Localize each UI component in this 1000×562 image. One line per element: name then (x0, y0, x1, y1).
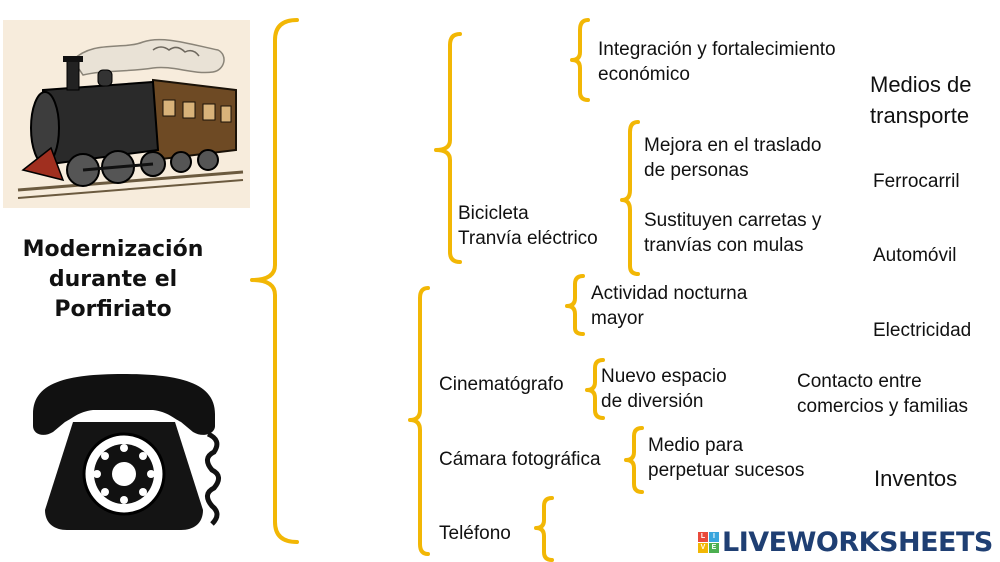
node-telefono: Teléfono (439, 523, 511, 544)
logo-mark-l: L (698, 531, 708, 542)
logo-mark-i: I (709, 531, 719, 542)
option-inventos[interactable]: Inventos (874, 466, 958, 491)
lower-bracket (408, 286, 430, 556)
option-medios-transporte[interactable]: Medios de transporte (870, 72, 972, 128)
mejora-bracket (620, 120, 640, 276)
node-medio: Medio para perpetuar sucesos (648, 435, 805, 481)
option-electricidad[interactable]: Electricidad (873, 320, 972, 341)
node-cinematografo: Cinematógrafo (439, 374, 564, 395)
rotary-telephone-icon (33, 374, 221, 530)
diagram-title: Modernización durante el Porfiriato (22, 237, 204, 322)
logo-mark-e: E (709, 542, 719, 553)
node-actividad: Actividad nocturna mayor (591, 283, 748, 329)
option-automovil[interactable]: Automóvil (873, 245, 957, 266)
logo-mark-icon: L I V E (698, 531, 719, 553)
actividad-bracket (565, 274, 585, 336)
nuevo-bracket (585, 358, 605, 420)
telefono-bracket (534, 496, 554, 562)
node-nuevo-espacio: Nuevo espacio de diversión (601, 366, 727, 412)
integracion-bracket (570, 18, 590, 102)
node-sustituyen: Sustituyen carretas y tranvías con mulas (644, 210, 822, 256)
liveworksheets-logo: L I V E LIVEWORKSHEETS (698, 526, 993, 558)
node-integracion: Integración y fortalecimiento económico (598, 39, 836, 85)
option-contacto[interactable]: Contacto entre comercios y familias (797, 371, 969, 417)
option-ferrocarril[interactable]: Ferrocarril (873, 171, 960, 192)
steam-locomotive-icon (17, 38, 244, 199)
node-mejora: Mejora en el traslado de personas (644, 135, 822, 181)
logo-mark-v: V (698, 542, 708, 553)
node-bicicleta-tranvia: Bicicleta Tranvía eléctrico (458, 203, 598, 249)
train-image (3, 20, 250, 208)
upper-bracket (434, 32, 462, 264)
telephone-image (3, 334, 250, 548)
logo-text: LIVEWORKSHEETS (722, 526, 993, 558)
node-camara: Cámara fotográfica (439, 449, 601, 470)
main-bracket (250, 18, 299, 544)
medio-bracket (624, 426, 644, 494)
